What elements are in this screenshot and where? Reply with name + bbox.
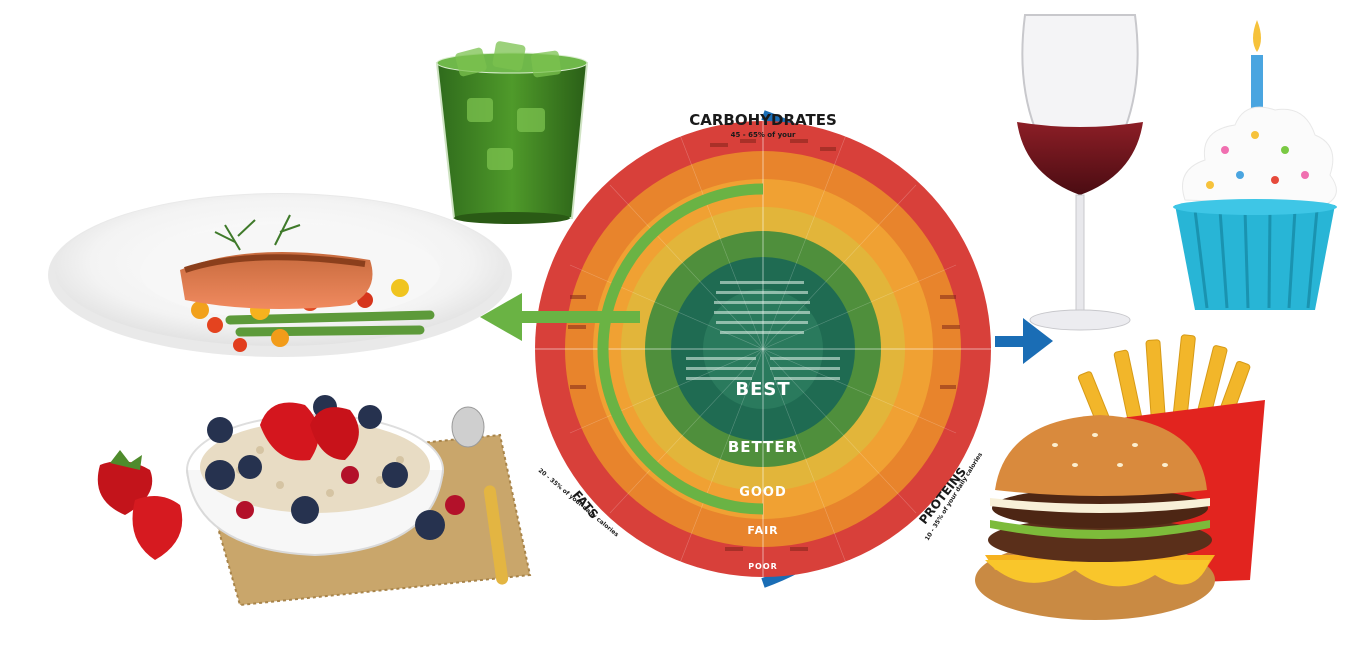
arrow-left xyxy=(480,293,640,341)
salmon-plate-image xyxy=(48,193,512,357)
carbohydrates-title: CARBOHYDRATES xyxy=(689,111,837,129)
ring-label-better: BETTER xyxy=(728,438,798,456)
red-wine-image xyxy=(1017,14,1143,331)
ring-label-best: BEST xyxy=(735,379,790,400)
ring-label-good: GOOD xyxy=(739,485,787,500)
fats-arc xyxy=(597,183,764,515)
wheel-cell-texture xyxy=(568,139,960,551)
wheel-inner-text-texture xyxy=(686,281,840,380)
ring-label-fair: FAIR xyxy=(747,524,778,537)
food-quality-wheel: BEST BETTER GOOD FAIR POOR CARBOHYDRATES… xyxy=(535,110,991,588)
burger-fries-image xyxy=(975,334,1265,620)
cupcake-image xyxy=(1173,20,1337,310)
oatmeal-bowl-image xyxy=(97,395,532,607)
arrow-right xyxy=(995,318,1053,364)
carbohydrates-subtitle: 45 - 65% of your xyxy=(731,131,796,139)
ring-label-poor: POOR xyxy=(748,562,778,571)
green-juice-image xyxy=(435,41,589,224)
